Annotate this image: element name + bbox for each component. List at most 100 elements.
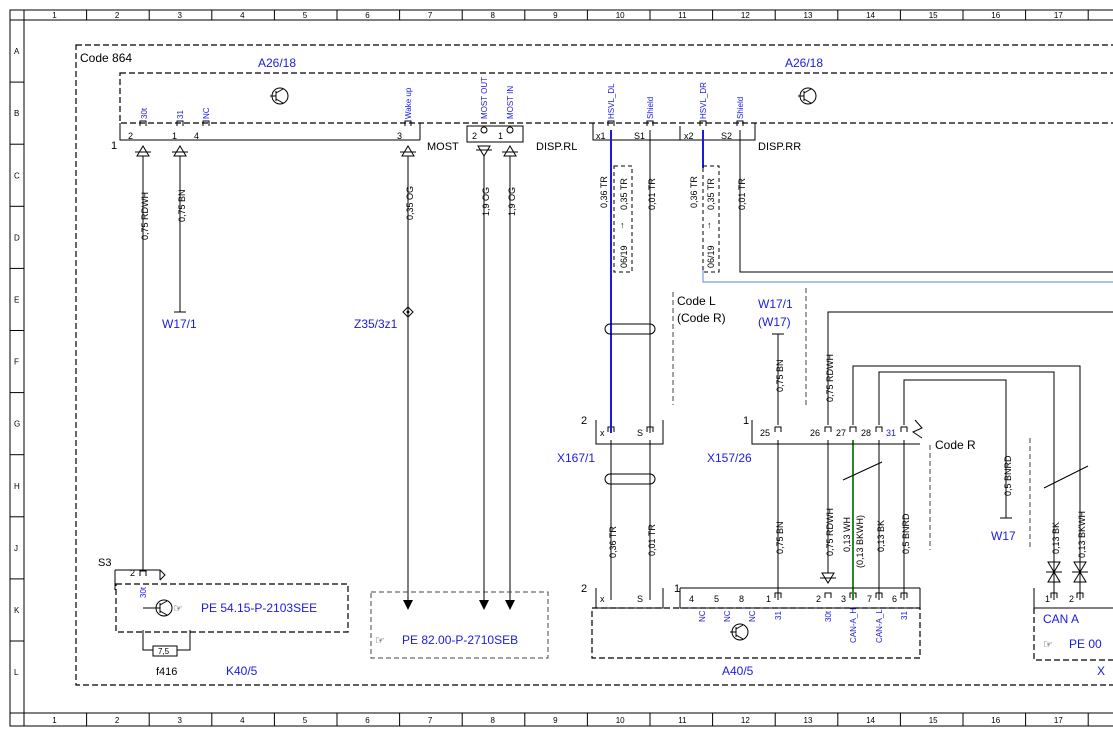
- transistor-icon: [143, 599, 173, 617]
- pin-socket: [774, 426, 782, 432]
- pin-num: S1: [634, 131, 645, 141]
- pointing-hand-icon: ☞: [1043, 639, 1053, 651]
- grid-row-label: J: [14, 544, 18, 553]
- pin-socket: [736, 120, 744, 126]
- splice-dot: [406, 310, 410, 314]
- pin-label-31: 31: [774, 611, 783, 620]
- grid-col-label: 11: [678, 11, 687, 20]
- pin-socket: [202, 120, 210, 126]
- most-optical-pin: [506, 126, 514, 134]
- connector-number: 2: [581, 583, 587, 595]
- w17-1-label: W17/1: [162, 317, 197, 331]
- disp-rr-label: DISP.RR: [758, 141, 801, 153]
- grid-col-label: 3: [178, 11, 183, 20]
- grid-col-label: 14: [866, 716, 875, 725]
- grid-row-label: L: [14, 668, 19, 677]
- pin-socket: [404, 120, 412, 126]
- pin-label-30t: 30t: [140, 107, 149, 119]
- grid-col-label: 17: [1054, 716, 1063, 725]
- grid-row-label: D: [14, 233, 20, 242]
- code-864-label: Code 864: [80, 51, 132, 65]
- pin-label-nc: NC: [723, 610, 732, 622]
- pin-socket: [607, 120, 615, 126]
- pin-num: 3: [397, 131, 402, 141]
- x157-connector: 1 25 26 27 28 31: [743, 415, 923, 445]
- variant-box: [613, 165, 633, 273]
- arrowheads: [403, 600, 515, 610]
- k40-5-relay-module: S3 2 30t ☞ PE 54.15-P-2103SEE 7,5 f416 K…: [98, 557, 349, 678]
- connector-number: 2: [581, 415, 587, 427]
- wire-label: 0,01 TR: [647, 178, 657, 210]
- pointing-hand-icon: ☞: [375, 635, 385, 647]
- grid-row-label: G: [14, 420, 20, 429]
- grid-row-label: B: [14, 109, 19, 118]
- grid-col-label: 8: [491, 716, 496, 725]
- pin-num: 25: [760, 428, 770, 438]
- grid-col-label: 17: [1054, 11, 1063, 20]
- pin-num: x: [600, 428, 605, 438]
- wire-label: 0,5 BNRD: [901, 513, 911, 554]
- arrow-up-icon: ↑: [620, 220, 625, 230]
- pe-00-reference-link[interactable]: PE 00: [1069, 637, 1102, 651]
- pointing-hand-icon: ☞: [173, 603, 183, 615]
- pin-num: x1: [596, 131, 606, 141]
- pin-label-hsvl-dl: HSVL_DL: [607, 83, 616, 119]
- pin-num: 1: [766, 594, 771, 604]
- pin-label-most-in: MOST IN: [506, 86, 515, 119]
- grid-col-label: 15: [929, 11, 938, 20]
- z35-3z1-label: Z35/3z1: [354, 317, 398, 331]
- wire-label: 0,75 BN: [177, 189, 187, 222]
- fuse-icon: [152, 645, 178, 657]
- pe-82-reference-link[interactable]: PE 82.00-P-2710SEB: [402, 633, 518, 647]
- pin-num: 2: [1069, 594, 1074, 604]
- wires: [142, 130, 1113, 605]
- a26-18-right-label: A26/18: [785, 56, 823, 70]
- wire-label: 1,9 OG: [481, 187, 491, 216]
- pin-num: 1: [498, 131, 503, 141]
- x167-connector: 2 x S: [581, 415, 664, 445]
- k40-5-label: K40/5: [226, 664, 258, 678]
- wire-label: (0,13 BKWH): [855, 515, 865, 568]
- pe-54-reference-link[interactable]: PE 54.15-P-2103SEE: [201, 601, 317, 615]
- wire-label: 0,35 TR: [619, 178, 629, 210]
- pin-num: x: [600, 594, 605, 604]
- x-label: X: [1097, 664, 1105, 678]
- connector-number: 1: [674, 583, 680, 595]
- grid-col-label: 15: [929, 716, 938, 725]
- k40-5-box: [115, 583, 349, 633]
- grid-col-label: 13: [804, 716, 813, 725]
- a26-18-left-label: A26/18: [258, 56, 296, 70]
- connector-number: 1: [743, 415, 749, 427]
- pin-num: S2: [721, 131, 732, 141]
- pin-num: 2: [130, 568, 135, 578]
- grid-col-label: 2: [115, 11, 120, 20]
- pin-socket: [824, 592, 832, 598]
- pin-label-31: 31: [176, 110, 185, 119]
- pin-socket: [849, 426, 857, 432]
- wire-label: 0,75 RDWH: [140, 192, 150, 240]
- grid-col-label: 10: [616, 716, 625, 725]
- pin-label-can-a-h: CAN-A_H: [849, 608, 858, 643]
- wire-label: 0,01 TR: [647, 524, 657, 556]
- splice-icon: [402, 306, 414, 318]
- pin-label-shield: Shield: [646, 97, 655, 119]
- wire-labels: 0,75 RDWH 0,75 BN 0,35 OG 1,9 OG 1,9 OG …: [140, 176, 1087, 568]
- pin-label-nc: NC: [748, 610, 757, 622]
- wire-label: 0,5 BNRD: [1003, 455, 1013, 496]
- grid-col-label: 6: [365, 11, 370, 20]
- grid-col-label: 6: [365, 716, 370, 725]
- pin-label-nc: NC: [202, 107, 211, 119]
- pe-82-box: [370, 591, 549, 659]
- pin-num: 2: [816, 594, 821, 604]
- transistor-icon: [270, 87, 289, 105]
- twisted-pair-marker: [604, 323, 656, 335]
- a26-18-box: [119, 72, 1113, 124]
- pin-label-hsvl-dr: HSVL_DR: [699, 82, 708, 119]
- fuse-rating: 7,5: [158, 647, 170, 656]
- most-label: MOST: [427, 141, 459, 153]
- pin-socket: [824, 426, 832, 432]
- frame: 1122334455667788991010111112121313141415…: [9, 9, 1113, 727]
- grid-col-label: 16: [991, 716, 1000, 725]
- pin-num: 2: [472, 131, 477, 141]
- a40-5-label: A40/5: [722, 664, 754, 678]
